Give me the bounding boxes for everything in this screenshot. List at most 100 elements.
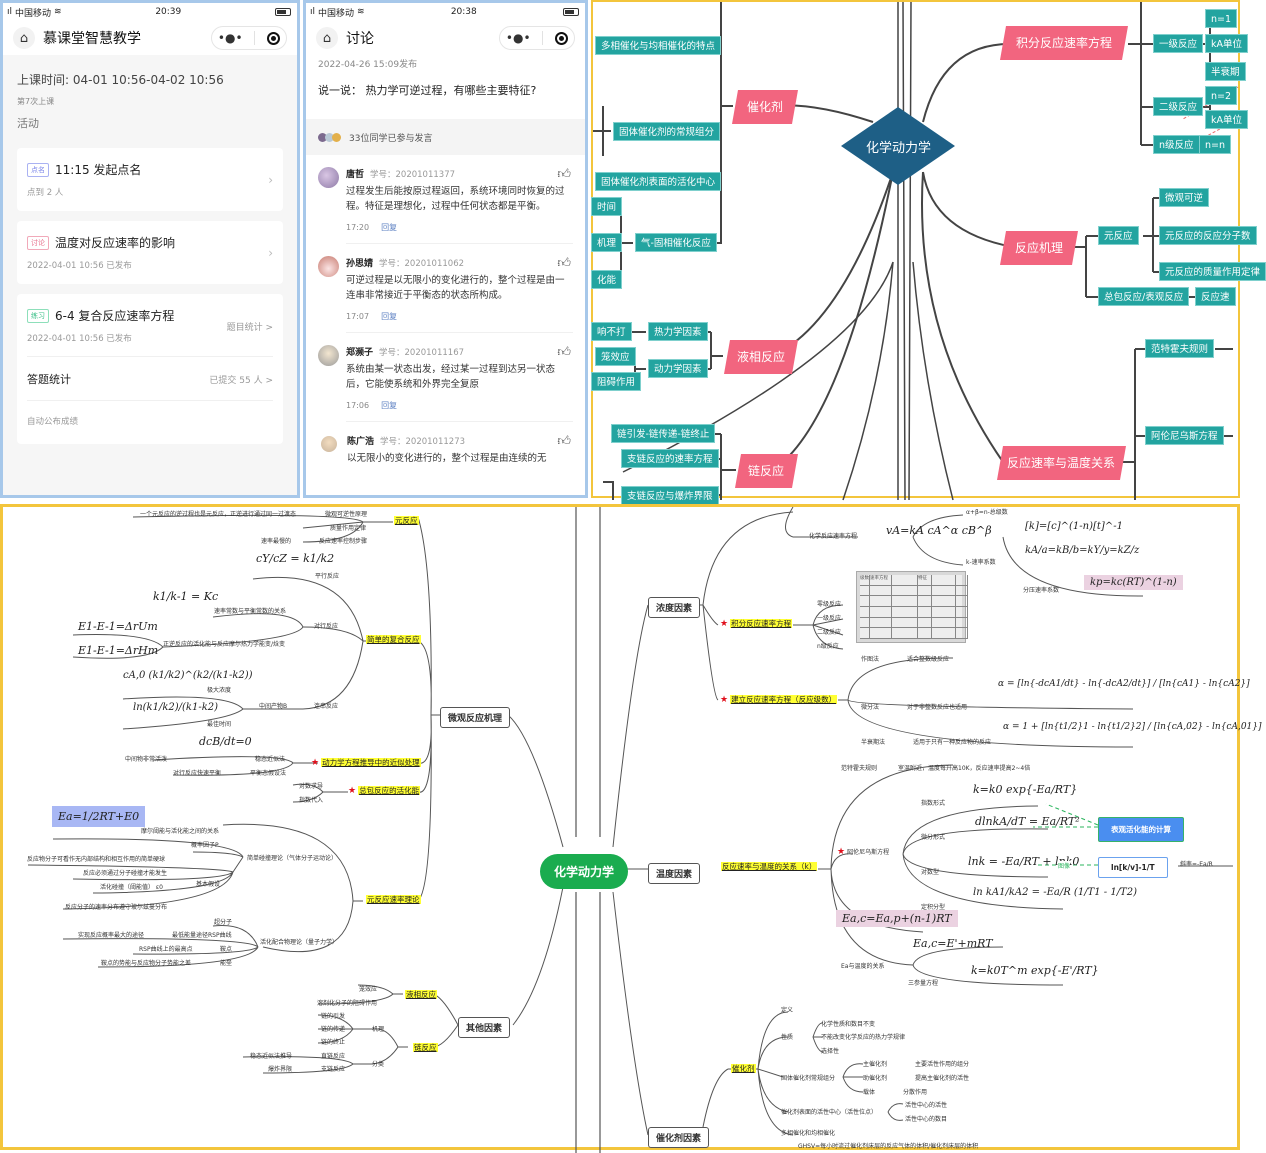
subtopic[interactable]: 链引发-链传递-链终止	[611, 424, 716, 443]
node[interactable]: 平衡态假设法	[250, 770, 287, 777]
node[interactable]: 摩尔阈能与活化能之间的关系	[141, 828, 220, 835]
node[interactable]: 分压速率系数	[1023, 587, 1060, 594]
node[interactable]: 支链反应	[321, 1066, 346, 1073]
node[interactable]: 平行反应	[315, 573, 340, 580]
leaf[interactable]: 反应速	[1195, 287, 1236, 306]
node[interactable]: 稳态近似法	[255, 756, 286, 763]
subtopic[interactable]: 固体催化剂表面的活化中心	[595, 172, 722, 191]
node-temperature-k[interactable]: 反应速率与温度的关系（k）	[721, 862, 818, 871]
node[interactable]: 基本假设	[196, 881, 221, 888]
node[interactable]: 最低能量途径RSP曲线	[172, 932, 232, 939]
main-topic-temperature[interactable]: 反应速率与温度关系	[997, 446, 1126, 480]
reply-link[interactable]: 回复	[381, 312, 398, 321]
main-topic-chain[interactable]: 链反应	[735, 454, 798, 488]
node[interactable]: 鞍点	[220, 946, 233, 953]
node[interactable]: 微观可逆性原理	[325, 511, 368, 518]
node[interactable]: 固体催化剂常规组分	[781, 1075, 836, 1082]
subtopic[interactable]: 二级反应	[1153, 97, 1204, 116]
main-topic-catalyst[interactable]: 催化剂	[732, 90, 798, 124]
leaf[interactable]: n=2	[1205, 86, 1238, 105]
subtopic[interactable]: 支链反应的速率方程	[621, 449, 719, 468]
subtopic[interactable]: 固体催化剂的常规组分	[613, 122, 721, 141]
node[interactable]: 指数形式	[921, 800, 946, 807]
leaf[interactable]: 微观可逆	[1159, 188, 1210, 207]
subtopic[interactable]: 时间	[591, 197, 623, 216]
node-elementary[interactable]: 元反应	[394, 516, 419, 525]
node-chain[interactable]: 链反应	[413, 1043, 438, 1052]
leaf[interactable]: 对数求导	[299, 783, 324, 790]
node[interactable]: 超分子	[214, 919, 233, 926]
more-dots-icon[interactable]: •●•	[217, 31, 243, 45]
branch-catalyst-factors[interactable]: 催化剂因素	[648, 1127, 710, 1148]
node[interactable]: 多相催化和均相催化	[781, 1130, 836, 1137]
node[interactable]: 微分法	[861, 704, 880, 711]
node[interactable]: 微分形式	[921, 834, 946, 841]
node[interactable]: 概率因子P	[191, 842, 219, 849]
branch-temperature[interactable]: 温度因素	[648, 863, 701, 884]
node[interactable]: 催化剂表面的活性中心（活性位点）	[781, 1109, 878, 1116]
node[interactable]: 反应速率控制步骤	[319, 538, 368, 545]
node-integral[interactable]: ★积分反应速率方程	[720, 619, 793, 629]
node-simple-complex[interactable]: 简单的复合反应	[366, 635, 421, 644]
leaf[interactable]: kA单位	[1205, 34, 1249, 53]
subtopic[interactable]: 元反应	[1098, 226, 1139, 245]
leaf[interactable]: kA单位	[1205, 110, 1249, 129]
main-topic-mechanism[interactable]: 反应机理	[1000, 231, 1078, 265]
subtopic[interactable]: 热力学因素	[648, 322, 708, 341]
thumbs-up-icon[interactable]: 👍︎	[557, 345, 571, 360]
callout-plot[interactable]: ln[k/v]-1/T	[1098, 857, 1168, 878]
main-topic-liquid[interactable]: 液相反应	[724, 340, 798, 374]
leaf[interactable]: 笼效应	[595, 347, 636, 366]
activity-card-discussion[interactable]: 讨论温度对反应速率的影响 2022-04-01 10:56 已发布 ›	[17, 221, 283, 284]
subtopic[interactable]: 支链反应与爆炸界限	[621, 486, 719, 505]
node[interactable]: 范特霍夫规则	[841, 765, 878, 772]
node[interactable]: 中间产物B	[259, 703, 288, 710]
subtopic[interactable]: n级反应	[1153, 135, 1200, 154]
leaf[interactable]: n=n	[1199, 135, 1232, 154]
node[interactable]: 分类	[372, 1061, 385, 1068]
home-icon[interactable]: ⌂	[13, 27, 35, 49]
node[interactable]: k-速率系数	[966, 559, 996, 566]
target-icon[interactable]	[267, 31, 281, 45]
more-dots-icon[interactable]: •●•	[505, 31, 531, 45]
node-liquid[interactable]: 液相反应	[405, 990, 437, 999]
thumbs-up-icon[interactable]: 👍︎	[557, 167, 571, 182]
node[interactable]: 作图法	[861, 656, 880, 663]
home-icon[interactable]: ⌂	[316, 27, 338, 49]
callout-apparent-activation-energy[interactable]: 表观活化能的计算	[1098, 817, 1184, 842]
node-arrhenius[interactable]: ★阿伦尼乌斯方程	[837, 847, 890, 857]
node[interactable]: 助催化剂	[863, 1075, 888, 1082]
subtopic[interactable]: 范特霍夫规则	[1145, 339, 1215, 358]
node[interactable]: 化学反应速率方程	[809, 533, 858, 540]
node-approx[interactable]: ★动力学方程推导中的近似处理	[311, 758, 421, 768]
subtopic[interactable]: 一级反应	[1153, 34, 1204, 53]
node[interactable]: 主催化剂	[863, 1061, 888, 1068]
node[interactable]: 正逆反应的活化能与反应摩尔热力学能变/焓变	[163, 641, 286, 648]
node[interactable]: 定积分型	[921, 904, 946, 911]
node[interactable]: 机理	[372, 1026, 385, 1033]
node-rate-theory[interactable]: 元反应速率理论	[366, 895, 421, 904]
node[interactable]: 能垒	[220, 960, 233, 967]
center-topic[interactable]: 化学动力学	[866, 141, 932, 156]
node[interactable]: 三参量方程	[908, 980, 939, 987]
node[interactable]: 载体	[863, 1089, 876, 1096]
leaf[interactable]: 元反应的质量作用定律	[1159, 262, 1266, 281]
participants-bar[interactable]: 33位同学已参与发言	[306, 119, 585, 155]
leaf[interactable]: 阻碍作用	[591, 372, 642, 391]
leaf[interactable]: 元反应的反应分子数	[1159, 226, 1257, 245]
leaf[interactable]: n=1	[1205, 9, 1238, 28]
node-reaction-order[interactable]: ★建立反应速率方程（反应级数）	[720, 695, 838, 705]
node[interactable]: 活化配合物理论（量子力学）	[260, 939, 339, 946]
subtopic[interactable]: 气-固相催化反应	[635, 233, 717, 252]
node-catalyst[interactable]: 催化剂	[731, 1064, 756, 1073]
node[interactable]: 对行反应	[314, 623, 339, 630]
leaf[interactable]: 半衰期	[1205, 62, 1246, 81]
node[interactable]: 简单碰撞理论（气体分子运动论）	[247, 855, 338, 862]
target-icon[interactable]	[555, 31, 569, 45]
node[interactable]: 最佳时间	[207, 721, 232, 728]
branch-concentration[interactable]: 浓度因素	[648, 597, 701, 618]
subtopic[interactable]: 阿伦尼乌斯方程	[1145, 426, 1224, 445]
main-topic-integral-rate[interactable]: 积分反应速率方程	[1000, 26, 1128, 60]
branch-other-factors[interactable]: 其他因素	[458, 1017, 511, 1038]
thumbs-up-icon[interactable]: 👍︎	[557, 434, 571, 449]
